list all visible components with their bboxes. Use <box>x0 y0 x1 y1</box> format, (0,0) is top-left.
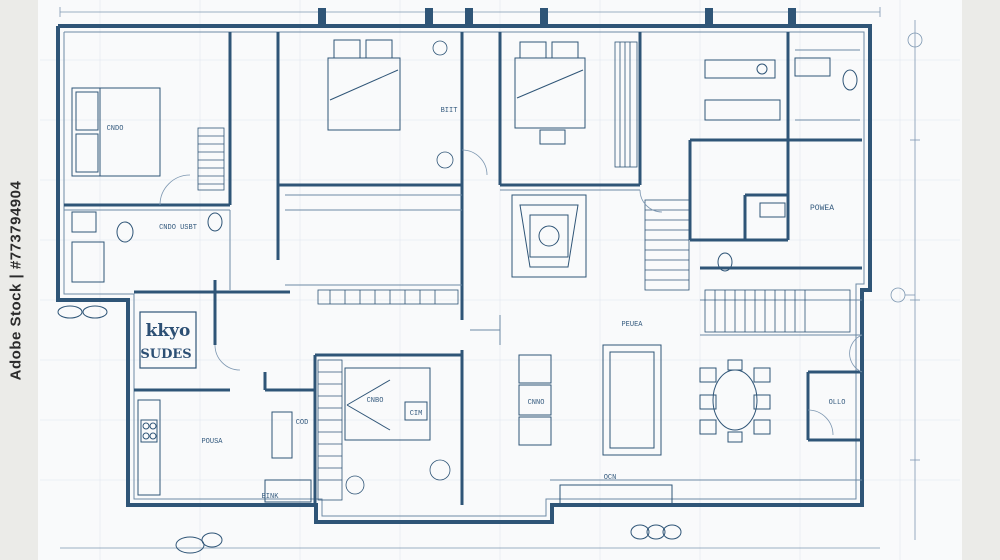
label-living: PEUEA <box>621 321 643 329</box>
watermark-strip: Adobe Stock | #773794904 <box>0 20 32 540</box>
label-chair-area: CNNO <box>528 399 545 407</box>
living-furniture <box>518 344 673 506</box>
bed-top-middle <box>327 39 401 131</box>
staircase-right <box>704 289 851 333</box>
label-kitchen-store: BINK <box>262 493 280 501</box>
dining-table <box>699 359 771 443</box>
label-bath-left: CNDO USBT <box>159 224 197 232</box>
shrubs <box>57 305 682 554</box>
label-study: OLLO <box>829 399 846 407</box>
kitchen-counters <box>137 399 312 503</box>
label-media: OCN <box>604 474 617 482</box>
label-bedroom-left: CNDO <box>107 125 124 133</box>
label-bedroom-lower: CNBO <box>367 397 384 405</box>
label-bedroom-top-mid: BIIT <box>441 107 458 115</box>
central-rug <box>511 194 587 278</box>
staircase-center <box>644 199 690 291</box>
staircase-left <box>197 127 225 191</box>
bed-lower <box>344 367 431 441</box>
partitions <box>64 49 862 481</box>
outer-walls <box>56 24 872 524</box>
label-sign-top: kkyo <box>146 321 191 341</box>
label-sign-bottom: SUDES <box>140 347 191 362</box>
bathroom-fixtures <box>71 57 858 283</box>
plants <box>345 40 454 495</box>
column-markers <box>318 8 796 26</box>
label-kitchen: POUSA <box>201 438 223 446</box>
interior-walls <box>64 32 862 505</box>
watermark-text: Adobe Stock | #773794904 <box>7 180 25 380</box>
bed-top-right <box>514 41 586 145</box>
label-hall-right: POWEA <box>810 204 834 213</box>
bed-top-left <box>71 87 161 177</box>
door-swings <box>159 149 863 436</box>
label-bedroom-lower-inner: CIM <box>410 410 423 418</box>
label-closet: COD <box>296 419 309 427</box>
sign-frame <box>139 311 197 369</box>
outer-walls-inner-line <box>63 31 865 517</box>
staircase-lower <box>317 359 343 501</box>
wardrobe-strip <box>317 41 638 305</box>
